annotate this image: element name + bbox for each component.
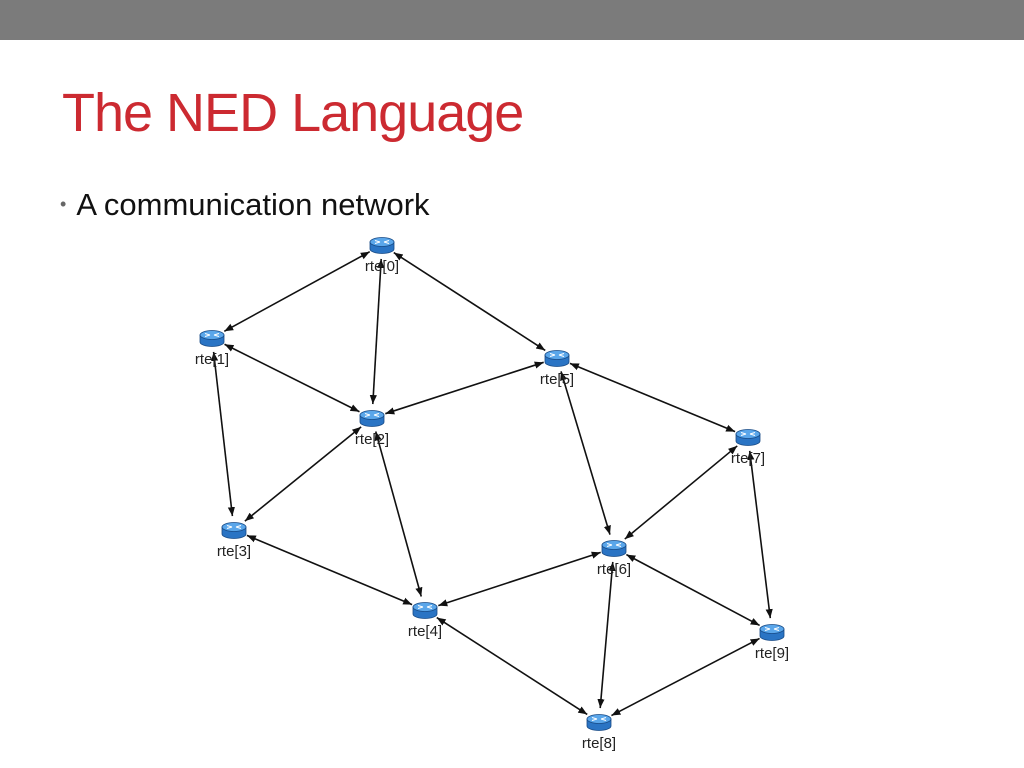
node-rte0[interactable]: rte[0] (365, 237, 399, 276)
router-icon (586, 714, 612, 731)
node-rte2[interactable]: rte[2] (355, 410, 389, 449)
node-rte7[interactable]: rte[7] (731, 429, 765, 468)
node-rte8[interactable]: rte[8] (582, 714, 616, 753)
slide-title: The NED Language (62, 83, 524, 143)
link-rte5-rte7 (569, 362, 736, 433)
node-label: rte[7] (731, 450, 765, 467)
link-rte2-rte4 (374, 431, 423, 597)
link-rte8-rte9 (611, 637, 760, 717)
node-label: rte[5] (540, 371, 574, 388)
link-rte2-rte5 (385, 361, 544, 415)
node-rte1[interactable]: rte[1] (195, 330, 229, 369)
node-rte6[interactable]: rte[6] (597, 540, 631, 579)
link-rte6-rte8 (597, 561, 616, 709)
link-rte2-rte3 (244, 426, 362, 522)
link-rte6-rte9 (625, 553, 761, 627)
node-label: rte[8] (582, 735, 616, 752)
node-label: rte[2] (355, 431, 389, 448)
node-rte9[interactable]: rte[9] (755, 624, 789, 663)
nodes-layer: rte[0] rte[1] rte[2] rte[3] rte[4] rte[5] rte[… (195, 237, 789, 753)
router-icon (735, 429, 761, 446)
top-bar (0, 0, 1024, 40)
node-rte4[interactable]: rte[4] (408, 602, 442, 641)
router-icon (369, 237, 395, 254)
node-label: rte[1] (195, 351, 229, 368)
link-rte0-rte1 (223, 251, 371, 332)
node-label: rte[6] (597, 561, 631, 578)
link-rte5-rte6 (560, 371, 611, 535)
link-rte1-rte3 (211, 351, 235, 517)
node-rte3[interactable]: rte[3] (217, 522, 251, 561)
node-label: rte[4] (408, 623, 442, 640)
router-icon (359, 410, 385, 427)
router-icon (412, 602, 438, 619)
link-rte4-rte6 (438, 551, 601, 607)
bullet-dot-icon: • (60, 194, 67, 215)
node-label: rte[9] (755, 645, 789, 662)
router-icon (199, 330, 225, 347)
bullet-text: A communication network (76, 187, 430, 222)
bullet-item: • A communication network (60, 187, 430, 222)
router-icon (221, 522, 247, 539)
router-icon (601, 540, 627, 557)
link-rte6-rte7 (624, 445, 738, 540)
router-icon (544, 350, 570, 367)
links-layer (211, 251, 773, 717)
link-rte7-rte9 (747, 450, 773, 619)
link-rte0-rte2 (369, 258, 385, 405)
link-rte4-rte8 (436, 616, 588, 716)
link-rte3-rte4 (246, 534, 413, 606)
node-rte5[interactable]: rte[5] (540, 350, 574, 389)
link-rte0-rte5 (393, 251, 546, 352)
router-icon (759, 624, 785, 641)
node-label: rte[3] (217, 543, 251, 560)
node-label: rte[0] (365, 258, 399, 275)
link-rte1-rte2 (224, 343, 360, 413)
